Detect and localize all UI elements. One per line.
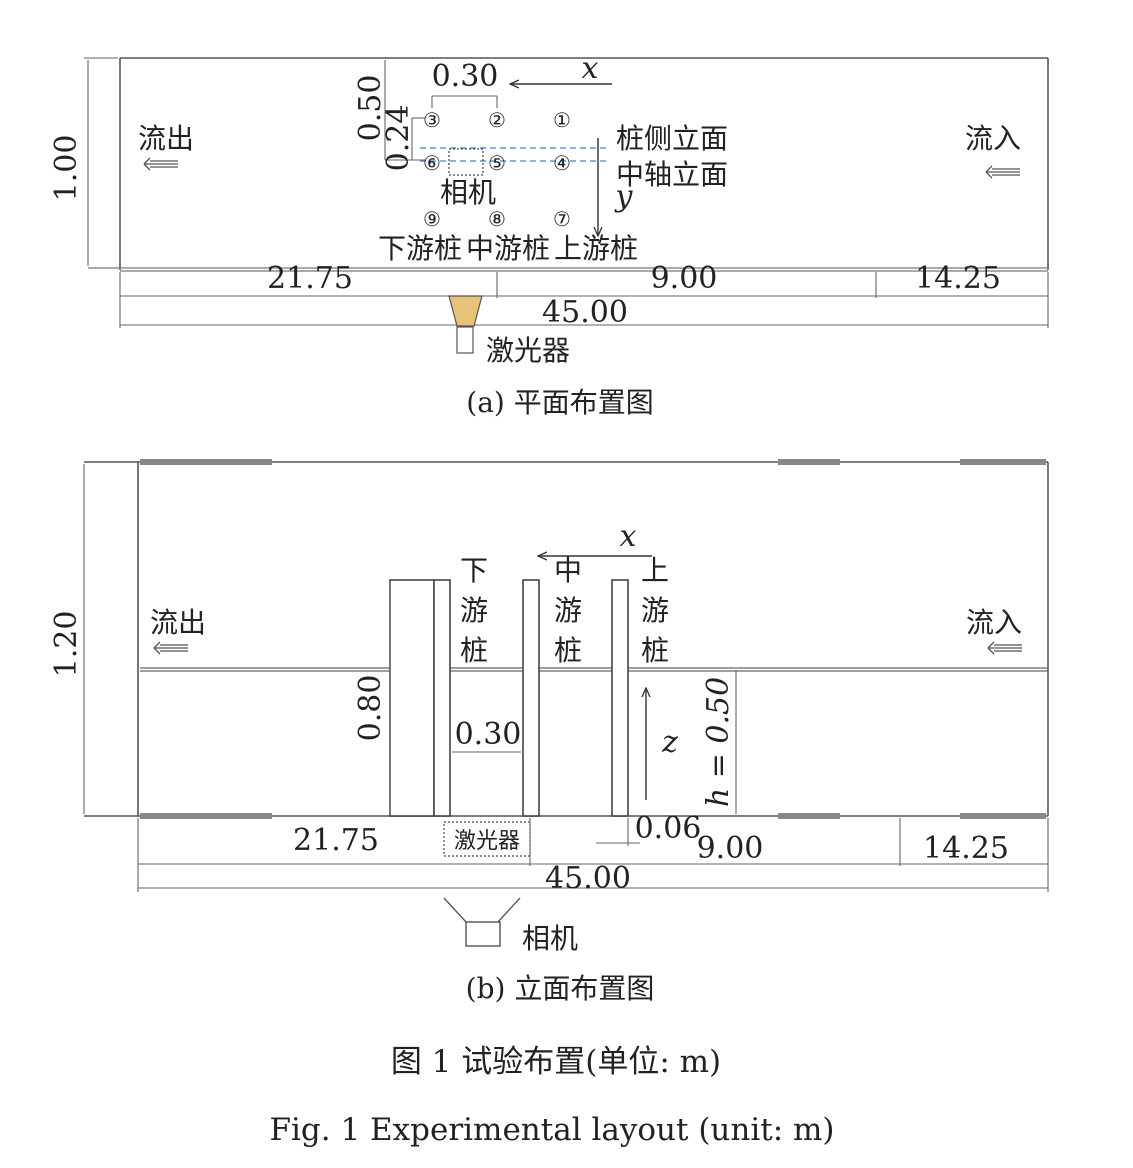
elev-len-right: 14.25: [923, 831, 1009, 866]
elev-camera-view-icon: [443, 897, 521, 923]
plan-inflow-label: 流入: [965, 122, 1021, 155]
plan-pile-2: ②: [488, 108, 506, 132]
plan-pile-9: ⑨: [423, 207, 441, 231]
figure-title-cn: 图 1 试验布置(单位: m): [391, 1044, 721, 1080]
elev-middle-char-3: 桩: [554, 634, 582, 667]
plan-dim-024-label: 0.24: [381, 105, 416, 172]
plan-len-total: 45.00: [542, 295, 628, 330]
plan-laser-beam-icon: [448, 295, 483, 327]
elev-x-axis-label: x: [620, 519, 637, 554]
elev-len-total: 45.00: [545, 861, 631, 896]
plan-pile-1: ①: [553, 108, 571, 132]
plan-dim-030-label: 0.30: [432, 59, 499, 94]
plan-center-axis-label: 中轴立面: [616, 158, 728, 191]
elev-downstream-char-1: 下: [460, 554, 488, 587]
elev-upstream-char-2: 游: [641, 594, 669, 627]
plan-pile-6: ⑥: [423, 151, 441, 175]
plan-dim-050-label: 0.50: [353, 75, 388, 142]
plan-width-label: 1.00: [49, 135, 84, 202]
elev-roughness-4: [140, 813, 272, 819]
elev-outflow-arrow-icon: [153, 641, 188, 655]
plan-caption: (a) 平面布置图: [466, 386, 653, 419]
elev-middle-char-1: 中: [554, 554, 582, 587]
plan-pile-5: ⑤: [488, 151, 506, 175]
plan-outflow-label: 流出: [138, 122, 194, 155]
elev-upstream-char-3: 桩: [641, 634, 669, 667]
elev-inflow-arrow-icon: [987, 641, 1022, 655]
elev-camera-label: 相机: [522, 922, 578, 955]
elev-upstream-pile: [611, 579, 629, 817]
figure-title-en: Fig. 1 Experimental layout (unit: m): [269, 1112, 834, 1148]
plan-camera-label: 相机: [440, 176, 496, 209]
plan-laser-icon: [456, 326, 474, 354]
plan-y-axis-label: y: [614, 179, 634, 214]
plan-len-right: 14.25: [915, 261, 1001, 296]
plan-pile-3: ③: [423, 108, 441, 132]
plan-bottom-wall: [88, 267, 1048, 272]
elev-camera-icon: [465, 921, 501, 947]
elev-roughness-3: [960, 459, 1046, 465]
plan-pile-7: ⑦: [553, 207, 571, 231]
elev-inflow-label: 流入: [966, 606, 1022, 639]
elev-roughness-6: [960, 813, 1046, 819]
elev-pile-block: [389, 579, 435, 817]
elev-spacing-label: 0.30: [455, 717, 522, 752]
elev-roughness-2: [778, 459, 840, 465]
elev-upstream-char-1: 上: [641, 554, 669, 587]
plan-len-left: 21.75: [267, 261, 353, 296]
plan-view: 1.00 流出 流入 0.50 0.24 0.30 x y 桩侧立面 中轴立面 …: [49, 51, 1049, 419]
elev-height-label: 1.20: [49, 611, 84, 678]
elev-water-surface: [140, 667, 1048, 672]
elev-downstream-pile: [433, 579, 451, 817]
elev-middle-char-2: 游: [554, 594, 582, 627]
plan-inflow-arrow-icon: [985, 165, 1020, 179]
plan-x-axis-label: x: [582, 51, 599, 86]
elev-gap-label: 0.06: [635, 811, 702, 846]
plan-pile-4: ④: [553, 151, 571, 175]
elev-downstream-char-2: 游: [460, 594, 488, 627]
elev-len-mid: 9.00: [697, 831, 764, 866]
elev-roughness-5: [778, 813, 840, 819]
plan-upstream-pile-label: 上游桩: [554, 232, 638, 265]
elevation-view: 1.20 流出 流入 下 游 桩 中 游 桩 上 游 桩 x z 0.80: [49, 459, 1049, 1005]
plan-pile-side-label: 桩侧立面: [616, 122, 728, 155]
elev-downstream-char-3: 桩: [460, 634, 488, 667]
elev-caption: (b) 立面布置图: [466, 972, 655, 1005]
elev-z-axis-label: z: [661, 725, 678, 760]
elev-roughness-1: [140, 459, 272, 465]
plan-pile-8: ⑧: [488, 207, 506, 231]
elev-middle-pile: [522, 579, 540, 817]
plan-camera-box: [448, 148, 484, 176]
elev-depth-label: h = 0.50: [701, 677, 736, 807]
elev-laser-label: 激光器: [454, 829, 520, 854]
plan-laser-label: 激光器: [486, 334, 570, 367]
elev-outflow-label: 流出: [150, 606, 206, 639]
plan-middle-pile-label: 中游桩: [466, 232, 550, 265]
plan-len-mid: 9.00: [651, 261, 718, 296]
elev-pile-height-label: 0.80: [353, 675, 388, 742]
plan-downstream-pile-label: 下游桩: [378, 232, 462, 265]
elev-len-left: 21.75: [293, 823, 379, 858]
plan-outflow-arrow-icon: [143, 157, 178, 171]
